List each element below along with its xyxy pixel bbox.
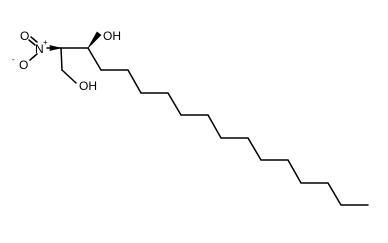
bond-c3-c4 xyxy=(87,47,102,71)
hydroxyl-c3-label: OH xyxy=(103,29,121,43)
bond-n-o-top-double xyxy=(30,36,38,43)
hydroxyl-c1-label: OH xyxy=(79,79,97,93)
wedge-bond-c2-n xyxy=(49,45,62,51)
nitro-o-bottom-label: O xyxy=(19,58,28,72)
bond-c2-c1 xyxy=(60,47,63,71)
nitro-n-label: N xyxy=(35,42,44,56)
nitro-o-bottom-charge: - xyxy=(12,55,15,64)
bond-n-o-top xyxy=(28,39,36,46)
nitro-o-top-label: O xyxy=(20,29,29,43)
bond-n-o-bottom xyxy=(29,53,38,61)
alkyl-chain xyxy=(100,69,369,206)
bond-c1-o xyxy=(61,69,77,84)
wedge-bond-c3-oh xyxy=(87,31,102,49)
nitro-n-charge: + xyxy=(43,38,48,47)
